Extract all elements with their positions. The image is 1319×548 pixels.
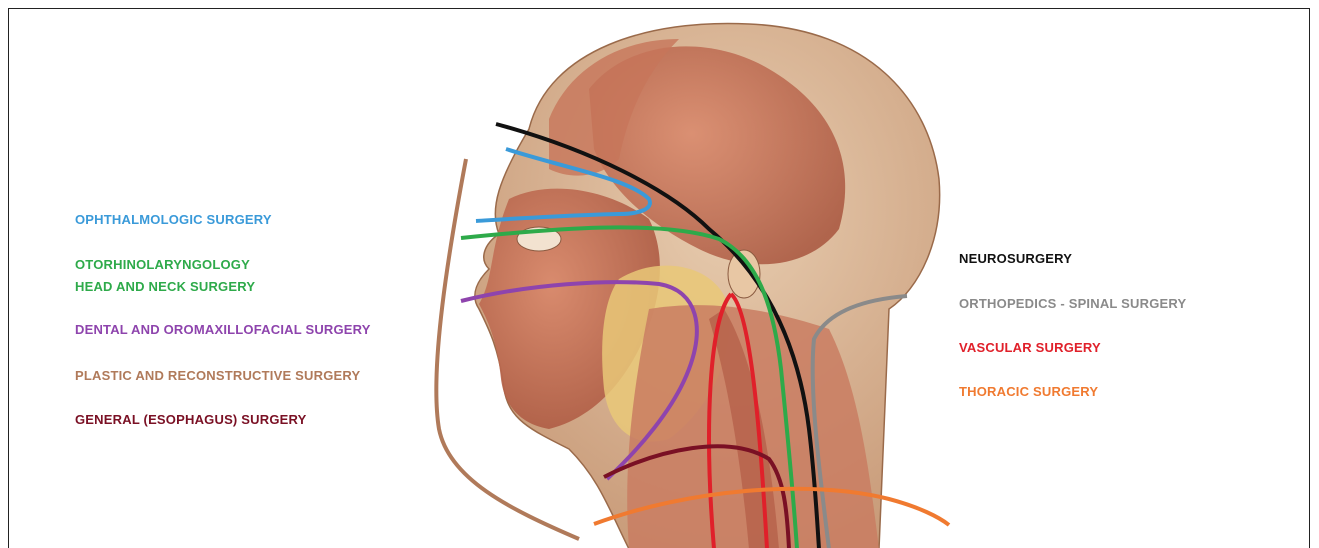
label-general: GENERAL (ESOPHAGUS) SURGERY — [75, 412, 307, 427]
label-ophthalmologic: OPHTHALMOLOGIC SURGERY — [75, 212, 272, 227]
diagram-frame: OPHTHALMOLOGIC SURGERY OTORHINOLARYNGOLO… — [8, 8, 1310, 548]
label-dental: DENTAL AND OROMAXILLOFACIAL SURGERY — [75, 322, 371, 337]
label-otorhino-line1: OTORHINOLARYNGOLOGY — [75, 257, 250, 272]
label-thoracic: THORACIC SURGERY — [959, 384, 1098, 399]
label-plastic: PLASTIC AND RECONSTRUCTIVE SURGERY — [75, 368, 360, 383]
label-vascular: VASCULAR SURGERY — [959, 340, 1101, 355]
label-otorhino-line2: HEAD AND NECK SURGERY — [75, 279, 255, 294]
label-neuro: NEUROSURGERY — [959, 251, 1072, 266]
label-ortho: ORTHOPEDICS - SPINAL SURGERY — [959, 296, 1186, 311]
